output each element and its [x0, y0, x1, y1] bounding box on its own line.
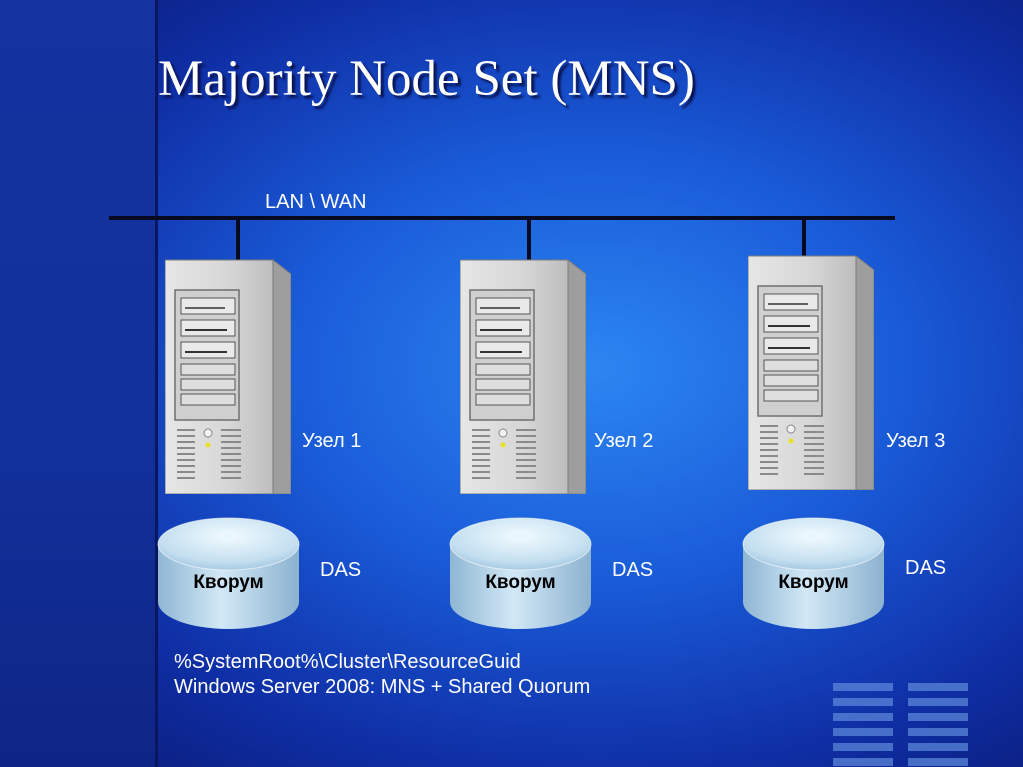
- left-rule: [155, 0, 158, 767]
- das-label-3: DAS: [905, 557, 947, 579]
- slide-notes: %SystemRoot%\Cluster\ResourceGuid Window…: [174, 650, 594, 700]
- network-bus-line: [109, 216, 895, 220]
- disk-quorum-3: Кворум: [741, 516, 886, 631]
- decorative-stripes: [833, 683, 968, 766]
- disk-quorum-1: Кворум: [156, 516, 301, 631]
- network-drop-node-1: [236, 218, 240, 260]
- slide-title: Majority Node Set (MNS): [158, 51, 695, 107]
- disk-label-2: Кворум: [485, 572, 556, 593]
- note-path: %SystemRoot%\Cluster\ResourceGuid: [174, 651, 521, 673]
- server-tower-icon: [748, 255, 874, 490]
- das-label-1: DAS: [320, 559, 362, 581]
- node-label-2: Узел 2: [594, 430, 654, 452]
- network-drop-node-3: [802, 218, 806, 256]
- node-label-3: Узел 3: [886, 430, 946, 452]
- disk-label-1: Кворум: [193, 572, 264, 593]
- das-label-2: DAS: [612, 559, 654, 581]
- disk-quorum-2: Кворум: [448, 516, 593, 631]
- node-label-1: Узел 1: [302, 430, 362, 452]
- server-tower-icon: [165, 259, 291, 494]
- network-drop-node-2: [527, 218, 531, 260]
- note-windows-server: Windows Server 2008: MNS + Shared Quorum: [174, 676, 591, 698]
- left-band: [0, 0, 156, 767]
- network-label: LAN \ WAN: [265, 191, 367, 213]
- disk-label-3: Кворум: [778, 572, 849, 593]
- server-tower-icon: [460, 259, 586, 494]
